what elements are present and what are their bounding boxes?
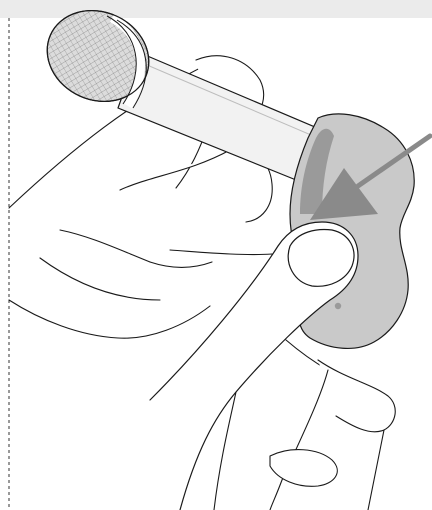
direction-arrow-icon xyxy=(310,133,432,220)
lower-fingers xyxy=(213,339,396,510)
screw-dot xyxy=(334,302,342,310)
top-band xyxy=(0,0,432,18)
thumb xyxy=(149,221,359,510)
